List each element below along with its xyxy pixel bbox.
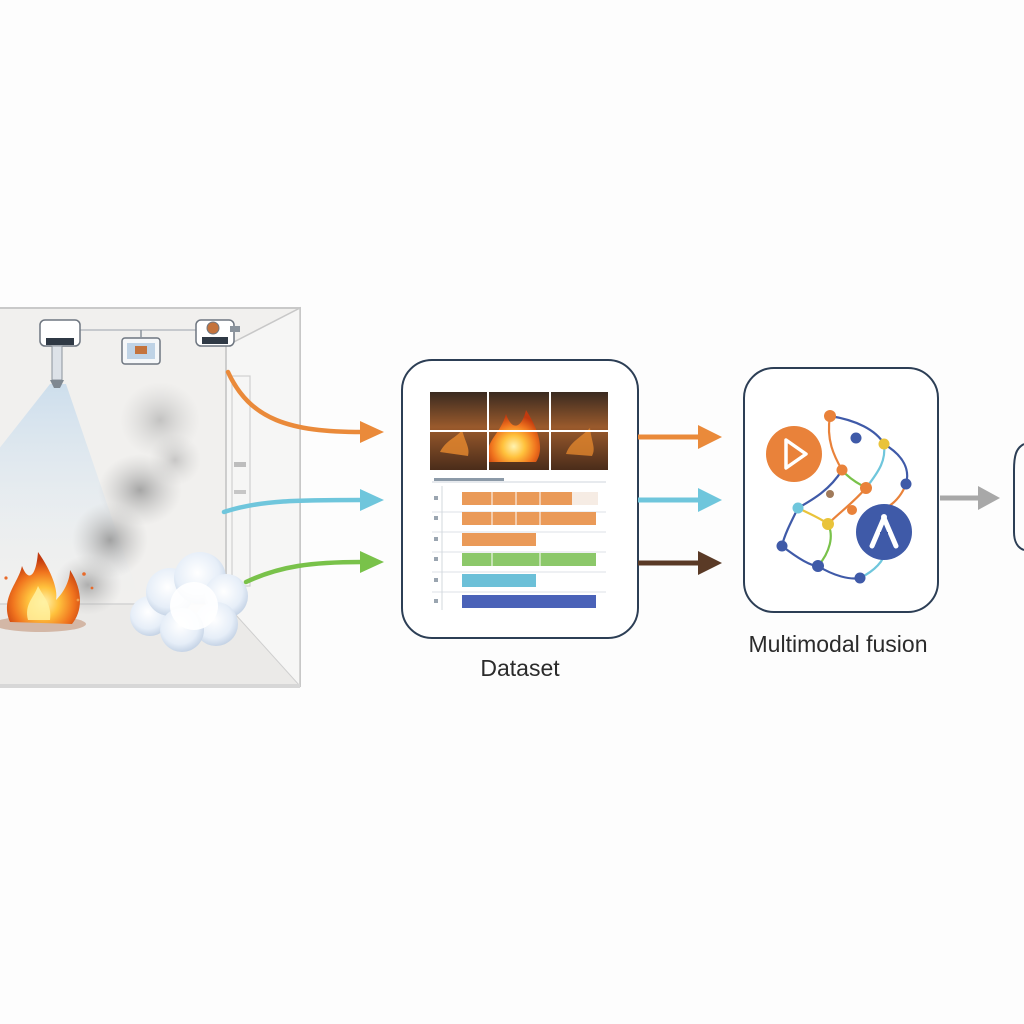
arrow-room-to-dataset-cyan [221, 489, 384, 515]
room-scene [0, 306, 302, 688]
steam-cloud-icon [130, 552, 248, 652]
dataset-panel [401, 359, 639, 639]
arrow-dataset-to-fusion-orange [638, 425, 722, 449]
dataset-label: Dataset [480, 655, 560, 681]
arrow-room-to-dataset-green [243, 551, 384, 585]
arrow-room-to-dataset-orange [225, 369, 384, 443]
fusion-label: Multimodal fusion [748, 631, 928, 657]
arrow-fusion-to-next [940, 486, 1000, 510]
fire-icon [0, 552, 94, 632]
play-icon [766, 426, 822, 482]
data-table [432, 478, 606, 610]
camera-icon [39, 319, 81, 388]
next-stage-panel-partial [1013, 443, 1024, 551]
door-handle [234, 462, 246, 467]
person-icon [856, 504, 912, 560]
fire-image-grid [430, 392, 608, 470]
arrow-dataset-to-fusion-brown [638, 551, 722, 575]
monitor-icon [121, 330, 161, 365]
camera-icon [195, 319, 240, 347]
fusion-panel [743, 367, 939, 613]
arrow-dataset-to-fusion-cyan [638, 488, 722, 512]
